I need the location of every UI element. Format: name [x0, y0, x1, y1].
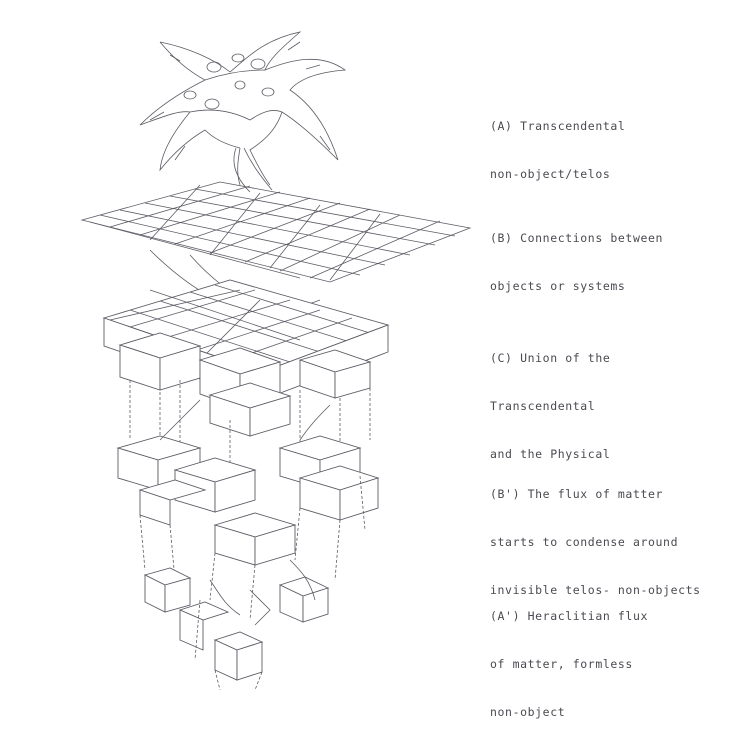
label-line: invisible telos- non-objects	[490, 583, 701, 597]
union-block	[102, 279, 390, 470]
label-heraclitian-flux: (A') Heraclitian flux of matter, formles…	[490, 576, 648, 736]
condensing-flux	[116, 399, 380, 621]
label-flux-condensing: (B') The flux of matter starts to conden…	[490, 454, 701, 614]
label-line: Transcendental	[490, 399, 596, 413]
label-connections: (B) Connections between objects or syste…	[490, 198, 663, 310]
transcendental-form	[139, 31, 347, 193]
label-line: (A) Transcendental	[490, 119, 626, 133]
connections-mesh	[80, 181, 472, 323]
label-line: (B') The flux of matter	[490, 487, 664, 501]
label-union: (C) Union of the Transcendental and the …	[490, 318, 610, 478]
label-line: of matter, formless	[490, 657, 633, 671]
label-line: (B) Connections between	[490, 231, 664, 245]
label-line: non-object	[490, 705, 566, 719]
label-line: starts to condense around	[490, 535, 679, 549]
formless-flux	[143, 559, 330, 691]
label-transcendental: (A) Transcendental non-object/telos	[490, 86, 625, 198]
label-line: non-object/telos	[490, 167, 611, 181]
label-line: and the Physical	[490, 447, 611, 461]
label-line: (C) Union of the	[490, 351, 611, 365]
label-line: objects or systems	[490, 279, 626, 293]
label-line: (A') Heraclitian flux	[490, 609, 648, 623]
